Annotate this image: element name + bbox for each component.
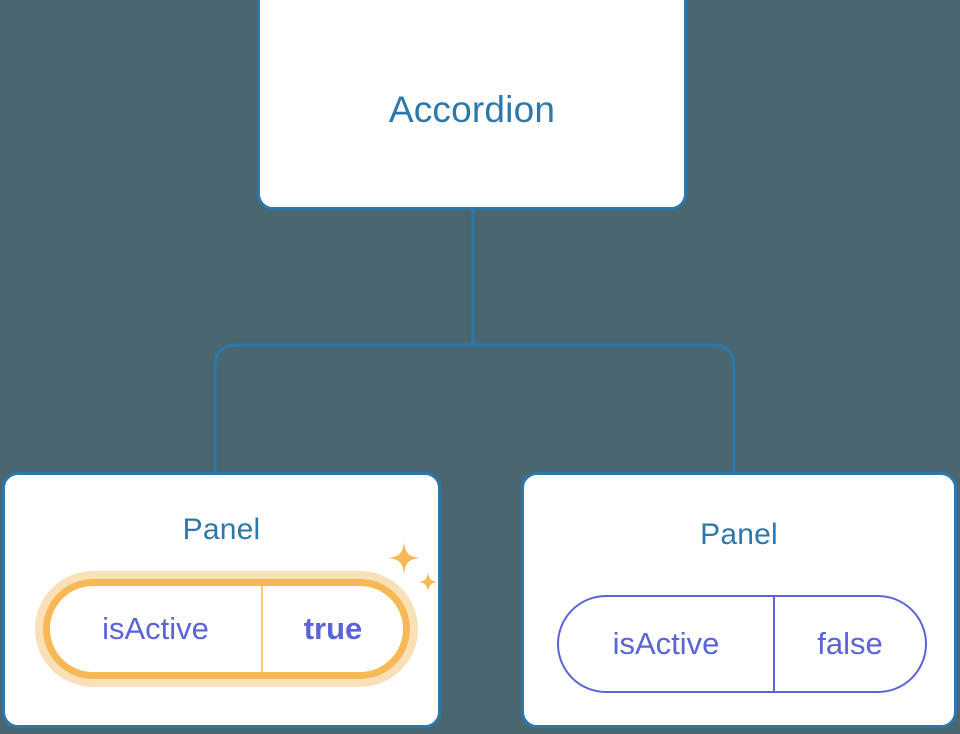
prop-pill-is-active-false[interactable]: isActive false (557, 595, 927, 693)
node-accordion-title: Accordion (388, 89, 556, 130)
prop-pill-active-wrapper[interactable]: isActive true (35, 571, 418, 687)
node-accordion[interactable]: Accordion (257, 0, 687, 210)
prop-key-label: isActive (50, 586, 263, 672)
node-panel-left-title: Panel (182, 513, 261, 546)
prop-pill-glow-ring (35, 571, 418, 687)
node-panel-right[interactable]: Panel isActive false (521, 472, 957, 728)
prop-key-label: isActive (559, 597, 775, 691)
prop-value-label: true (303, 611, 363, 646)
prop-value-label: false (817, 626, 883, 661)
node-panel-right-title: Panel (700, 518, 778, 551)
edge-branch-right (473, 343, 736, 472)
prop-pill-is-active-true[interactable]: isActive true (43, 579, 410, 679)
node-panel-left[interactable]: Panel isActive true (2, 472, 441, 728)
edge-branch-left (213, 343, 473, 472)
